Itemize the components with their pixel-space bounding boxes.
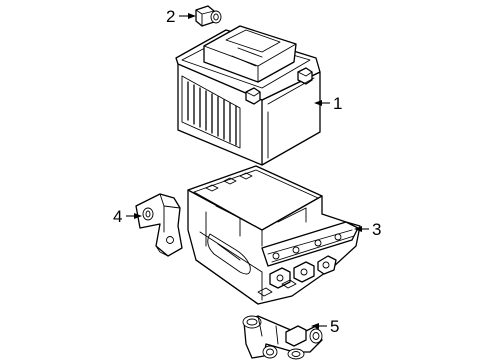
callout-number-5: 5 xyxy=(330,317,339,336)
battery-part xyxy=(175,25,321,166)
arrowhead-3 xyxy=(354,226,362,232)
vent-tube-part xyxy=(242,315,323,360)
callout-number-1: 1 xyxy=(333,94,342,113)
callout-4: 4 xyxy=(113,207,142,226)
callout-5: 5 xyxy=(311,317,339,336)
battery-tray-part xyxy=(187,165,361,305)
callout-1: 1 xyxy=(314,94,342,113)
callout-2: 2 xyxy=(166,7,196,26)
arrowhead-4 xyxy=(134,213,142,219)
arrowhead-5 xyxy=(311,323,319,329)
callout-number-2: 2 xyxy=(166,7,175,26)
bracket-part xyxy=(135,193,183,257)
callout-number-4: 4 xyxy=(113,207,122,226)
battery-ribs xyxy=(181,75,241,149)
callout-3: 3 xyxy=(354,220,381,239)
connector-part xyxy=(195,5,222,27)
arrowhead-1 xyxy=(314,100,322,106)
arrowhead-2 xyxy=(188,13,196,19)
callout-number-3: 3 xyxy=(372,220,381,239)
